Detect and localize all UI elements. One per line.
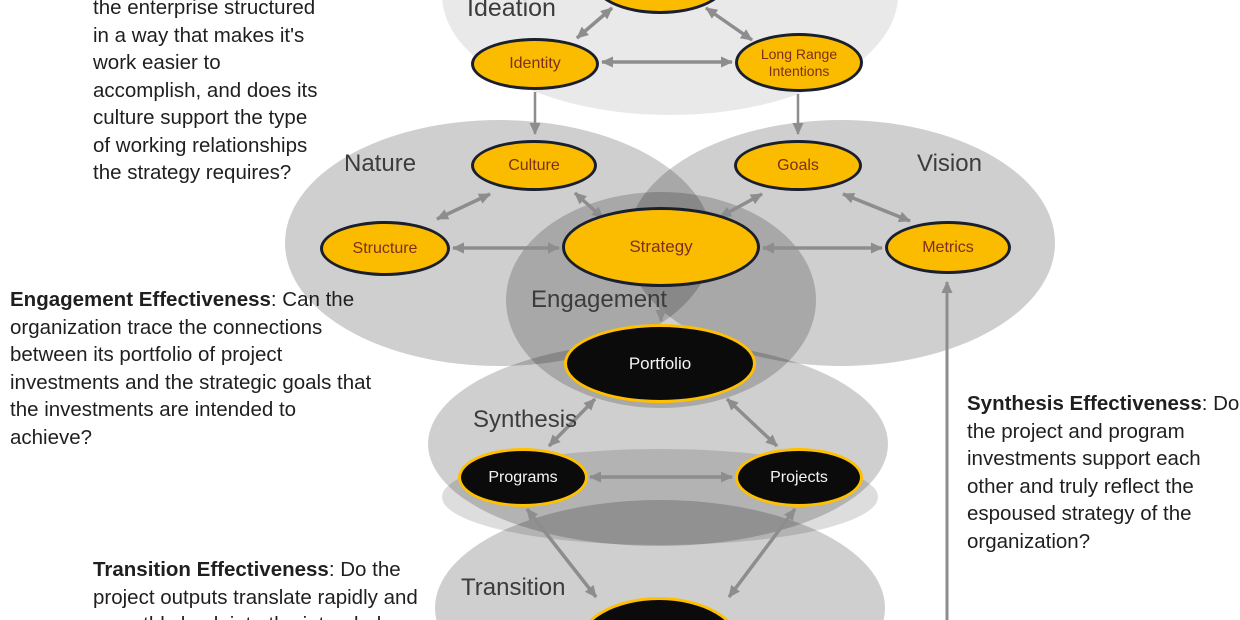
arrow-portfolio-programs bbox=[547, 397, 597, 448]
transition-label: Transition bbox=[461, 574, 566, 601]
transition-note: Transition Effectiveness: Do the project… bbox=[93, 556, 425, 620]
node-portfolio: Portfolio bbox=[564, 324, 756, 403]
node-strategy-label: Strategy bbox=[629, 237, 693, 256]
node-portfolio-label: Portfolio bbox=[628, 353, 692, 373]
arrow-projects-operations bbox=[727, 507, 797, 599]
node-strategy: Strategy bbox=[562, 207, 760, 287]
node-structure-label: Structure bbox=[352, 239, 418, 257]
vision-label: Vision bbox=[917, 150, 982, 177]
arrow-programs-operations bbox=[525, 507, 598, 599]
arrow-goals-metrics bbox=[842, 192, 911, 223]
arrow-culture-strategy bbox=[573, 191, 605, 220]
nature-note: the enterprise structured in a way that … bbox=[93, 0, 318, 184]
node-identity-label: Identity bbox=[509, 55, 561, 72]
engagement-note: Engagement Effectiveness: Can the organi… bbox=[10, 286, 372, 451]
arrow-portfolio-projects bbox=[725, 397, 779, 448]
arrow-culture-structure bbox=[436, 192, 491, 221]
node-identity: Identity bbox=[471, 38, 599, 90]
node-culture: Culture bbox=[471, 140, 597, 191]
node-projects-label: Projects bbox=[770, 468, 828, 486]
node-long-range-intentions: Long Range Intentions bbox=[735, 33, 863, 92]
arrow-purpose-lri bbox=[705, 6, 753, 42]
synthesis-note-body: : Do the project and program investments… bbox=[967, 392, 1240, 553]
node-goals-label: Goals bbox=[777, 156, 819, 174]
node-programs-label: Programs bbox=[488, 468, 558, 486]
nature-label: Nature bbox=[344, 150, 417, 177]
node-lri-label: Long Range Intentions bbox=[760, 45, 838, 79]
arrow-purpose-identity bbox=[575, 6, 614, 40]
node-structure: Structure bbox=[320, 221, 450, 276]
node-metrics: Metrics bbox=[885, 221, 1011, 274]
node-culture-label: Culture bbox=[508, 156, 560, 174]
ideation-label: Ideation bbox=[467, 0, 556, 22]
transition-note-body: : Do the project outputs translate rapid… bbox=[93, 558, 418, 620]
engagement-label: Engagement bbox=[531, 286, 668, 313]
node-programs: Programs bbox=[458, 448, 588, 507]
transition-note-title: Transition Effectiveness bbox=[93, 558, 329, 581]
engagement-note-body: : Can the organization trace the connect… bbox=[10, 288, 372, 449]
node-metrics-label: Metrics bbox=[922, 238, 974, 256]
arrow-goals-strategy bbox=[719, 192, 763, 219]
synthesis-note-title: Synthesis Effectiveness bbox=[967, 392, 1202, 415]
synthesis-label: Synthesis bbox=[473, 406, 578, 433]
synthesis-note: Synthesis Effectiveness: Do the project … bbox=[967, 390, 1240, 555]
node-projects: Projects bbox=[735, 448, 863, 507]
engagement-note-title: Engagement Effectiveness bbox=[10, 288, 271, 311]
node-goals: Goals bbox=[734, 140, 862, 191]
